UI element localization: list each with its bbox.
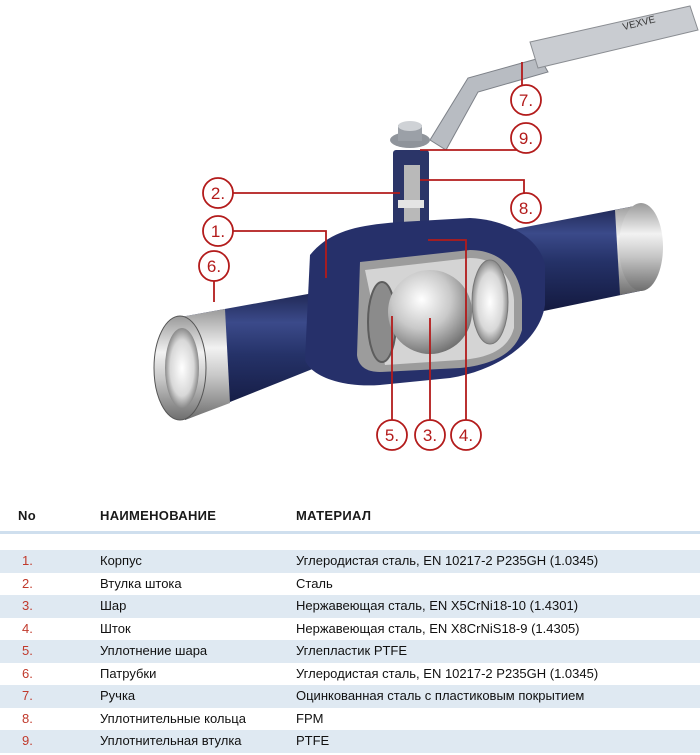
ball-valve-diagram: VEXVE (153, 5, 699, 451)
table-row: 1. Корпус Углеродистая сталь, EN 10217-2… (0, 550, 700, 573)
row-material: Нержавеющая сталь, EN X8CrNiS18-9 (1.430… (296, 620, 580, 636)
callout-7: 7. (510, 84, 542, 116)
handle: VEXVE (429, 5, 699, 151)
table-row: 7. Ручка Оцинкованная сталь с пластиковы… (0, 685, 700, 708)
callout-5: 5. (376, 419, 408, 451)
row-name: Втулка штока (100, 575, 182, 591)
table-row: 4. Шток Нержавеющая сталь, EN X8CrNiS18-… (0, 618, 700, 641)
callout-1: 1. (202, 215, 234, 247)
row-number: 5. (22, 643, 33, 658)
callout-2-label: 2. (211, 184, 225, 203)
callout-6-label: 6. (207, 257, 221, 276)
valve-body (305, 218, 545, 386)
row-name: Шар (100, 598, 127, 613)
row-number: 3. (22, 598, 33, 613)
callout-1-label: 1. (211, 222, 225, 241)
row-name: Уплотнение шара (100, 643, 208, 658)
callout-2: 2. (202, 177, 234, 209)
callout-4: 4. (450, 419, 482, 451)
left-pipe (153, 290, 330, 421)
header-material: МАТЕРИАЛ (296, 508, 372, 523)
callout-9-label: 9. (519, 129, 533, 148)
callout-5-label: 5. (385, 426, 399, 445)
row-material: Оцинкованная сталь с пластиковым покрыти… (296, 688, 585, 703)
row-number: 8. (22, 710, 33, 726)
table-row: 2. Втулка штока Сталь (0, 573, 700, 596)
row-material: Углепластик PTFE (296, 643, 408, 658)
header-no: No (18, 508, 36, 523)
row-name: Патрубки (100, 665, 157, 681)
callouts: 7. 9. 2. 8. 1. 6. 5. 3. (198, 84, 542, 451)
row-material: Сталь (296, 575, 333, 591)
callout-4-label: 4. (459, 426, 473, 445)
table-row: 8. Уплотнительные кольца FPM (0, 708, 700, 731)
row-number: 7. (22, 688, 33, 703)
row-number: 1. (22, 553, 33, 568)
ball (388, 270, 472, 354)
row-material: Нержавеющая сталь, EN X5CrNi18-10 (1.430… (296, 598, 579, 613)
table-row: 3. Шар Нержавеющая сталь, EN X5CrNi18-10… (0, 595, 700, 618)
row-number: 6. (22, 665, 33, 681)
callout-9: 9. (510, 122, 542, 154)
header-name: НАИМЕНОВАНИЕ (100, 508, 217, 523)
row-material: PTFE (296, 733, 330, 748)
row-material: FPM (296, 710, 324, 726)
row-name: Шток (100, 620, 131, 636)
row-name: Корпус (100, 553, 142, 568)
callout-3-label: 3. (423, 426, 437, 445)
row-name: Ручка (100, 688, 136, 703)
callout-3: 3. (414, 419, 446, 451)
callout-8: 8. (510, 192, 542, 224)
callout-8-label: 8. (519, 199, 533, 218)
table-row: 5. Уплотнение шара Углепластик PTFE (0, 640, 700, 663)
table-row: 6. Патрубки Углеродистая сталь, EN 10217… (0, 663, 700, 686)
row-number: 4. (22, 620, 33, 636)
table-row: 9. Уплотнительная втулка PTFE (0, 730, 700, 753)
row-material: Углеродистая сталь, EN 10217-2 P235GH (1… (296, 665, 599, 681)
row-name: Уплотнительные кольца (100, 710, 246, 726)
callout-6: 6. (198, 250, 230, 282)
row-number: 2. (22, 575, 33, 591)
row-material: Углеродистая сталь, EN 10217-2 P235GH (1… (296, 553, 599, 568)
table-divider (0, 531, 700, 534)
row-name: Уплотнительная втулка (100, 733, 242, 748)
callout-7-label: 7. (519, 91, 533, 110)
row-number: 9. (22, 733, 33, 748)
